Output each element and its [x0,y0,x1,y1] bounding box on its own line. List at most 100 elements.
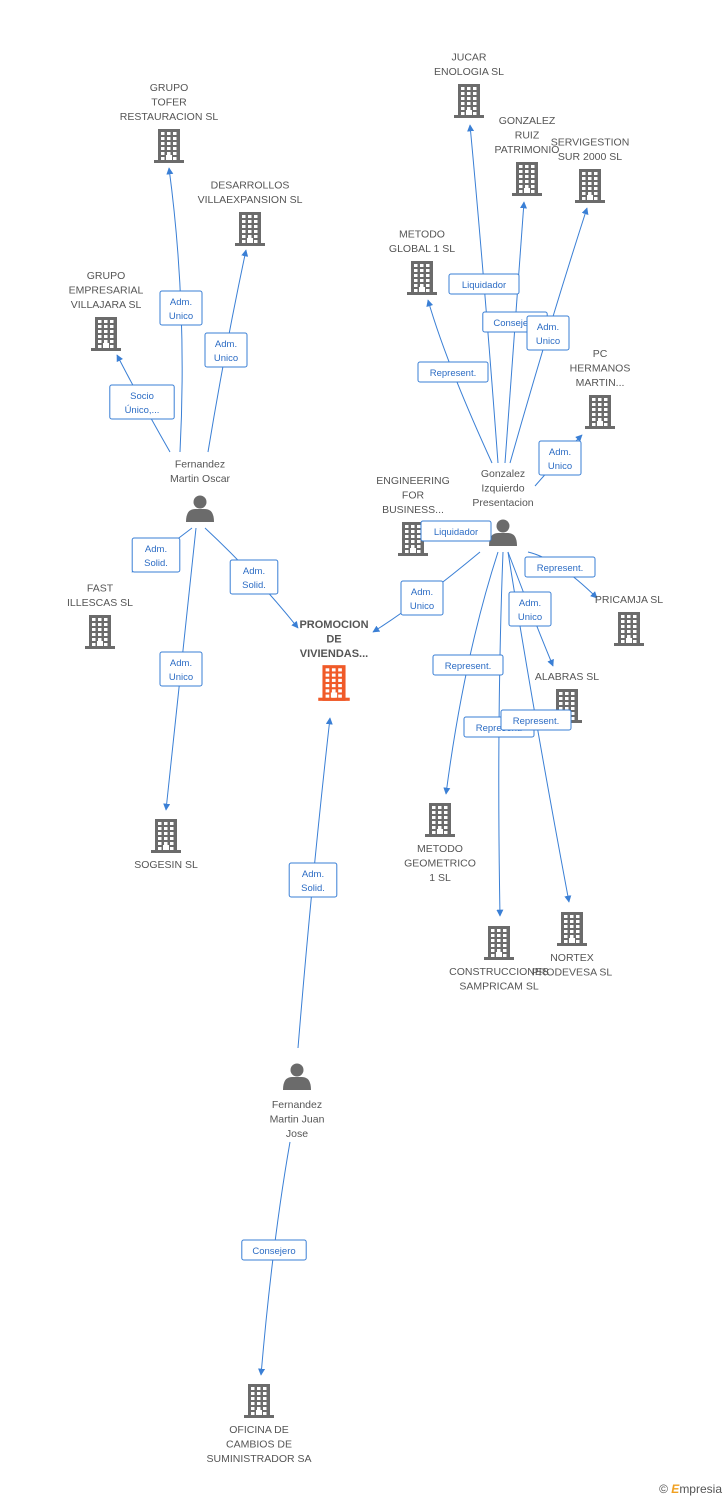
brand-initial: E [671,1482,680,1496]
edge-label[interactable]: Adm.Unico [159,290,203,326]
edge-label[interactable]: Adm.Unico [508,591,552,627]
node-label: GRUPO [150,82,189,94]
edge-label-text: Represent. [537,563,583,574]
edge-label[interactable]: Adm. Unico [204,332,248,368]
building-icon [484,926,514,960]
edge-label-text: Unico [536,336,560,347]
edge-label-text: Adm. [302,869,324,880]
edge-label-box [109,384,175,420]
node-label: VILLAEXPANSION SL [198,194,303,206]
edge-labels-layer: Adm.UnicoAdm.UnicoSocioÚnico,...Adm.Soli… [109,273,596,1261]
edge-label-text: Unico [410,601,434,612]
edge-label[interactable]: Adm.Solid. [288,862,338,898]
node-label: SUMINISTRADOR SA [206,1453,311,1465]
building-icon [585,395,615,429]
edge-label-text: Adm. [215,339,237,350]
node-label: PATRIMONIO [495,144,560,156]
building-icon [398,522,428,556]
edge-label[interactable]: Adm. Unico [526,315,570,351]
edge-label-text: Consejero [252,1246,295,1257]
node-fast[interactable]: FAST ILLESCAS SL [67,583,133,650]
node-label: PROMOCION [299,619,368,631]
edge-label-text: Adm. [145,544,167,555]
node-label: ILLESCAS SL [67,597,133,609]
node-label: Gonzalez [481,468,525,480]
building-icon [512,162,542,196]
edge-label-text: Adm. [243,566,265,577]
edge-label-text: Unico [518,612,542,623]
node-label: DESARROLLOS [211,180,290,192]
edge-label-box [448,273,520,295]
node-label: Izquierdo [481,483,524,495]
node-label: GLOBAL 1 SL [389,243,455,255]
edge-label[interactable]: Represent. [417,361,489,383]
brand-watermark: © Empresia [659,1482,722,1496]
edge-label-text: Liquidador [462,280,506,291]
edge-label[interactable]: Represent. [432,654,504,676]
node-main[interactable]: PROMOCIONDEVIVIENDAS... [299,619,369,701]
edge-label-box [524,556,596,578]
node-label: CAMBIOS DE [226,1439,292,1451]
node-label: FAST [87,583,114,595]
node-label: SAMPRICAM SL [459,981,539,993]
edge-label[interactable]: SocioÚnico,... [109,384,175,420]
edge-label[interactable]: Adm.Solid. [229,559,279,595]
edge-label-text: Adm. [537,322,559,333]
building-icon [575,169,605,203]
edge-label-text: Adm. [549,447,571,458]
node-label: RESTAURACION SL [120,111,219,123]
node-label: FOR [402,490,425,502]
edge-label[interactable]: Adm.Unico [400,580,444,616]
edge-label-text: Adm. [170,658,192,669]
edge-label-box [288,862,338,898]
edge-label-box [400,580,444,616]
node-desarr[interactable]: DESARROLLOS VILLAEXPANSION SL [198,180,303,247]
edge-label-box [500,709,572,731]
building-icon [91,317,121,351]
edge-label-box [159,651,203,687]
building-icon [454,84,484,118]
edge-label-text: Liquidador [434,527,478,538]
edge-label-box [526,315,570,351]
edge-label-text: Unico [169,672,193,683]
edge-label-text: Socio [130,391,154,402]
node-label: BUSINESS... [382,504,444,516]
edge-label[interactable]: Liquidador [420,520,492,542]
edge-label[interactable]: Adm.Unico [538,440,582,476]
edge-label[interactable]: Liquidador [448,273,520,295]
node-label: PC [593,348,608,360]
edge-label[interactable]: Adm. Unico [159,651,203,687]
node-engineering[interactable]: ENGINEERINGFORBUSINESS... [376,475,450,556]
edge-label-text: Represent. [513,716,559,727]
person-icon [489,519,517,546]
node-label: HERMANOS [570,363,631,375]
edge-label[interactable]: Consejero [241,1239,307,1261]
edge-label-box [420,520,492,542]
edge-label-text: Unico [214,353,238,364]
node-label: DE [326,634,341,646]
edge-label[interactable]: Represent. [524,556,596,578]
node-pricamja[interactable]: PRICAMJA SL [595,594,663,646]
node-pc[interactable]: PCHERMANOSMARTIN... [570,348,631,429]
node-label: GEOMETRICO [404,858,476,870]
node-label: EMPRESARIAL [69,285,144,297]
node-label: OFICINA DE [229,1424,289,1436]
node-oficina[interactable]: OFICINA DE CAMBIOS DE SUMINISTRADOR SA [206,1384,312,1465]
edge-label[interactable]: Adm.Solid. [131,537,181,573]
edge-label[interactable]: Represent. [500,709,572,731]
node-sogesin[interactable]: SOGESIN SL [134,819,198,871]
building-icon [151,819,181,853]
